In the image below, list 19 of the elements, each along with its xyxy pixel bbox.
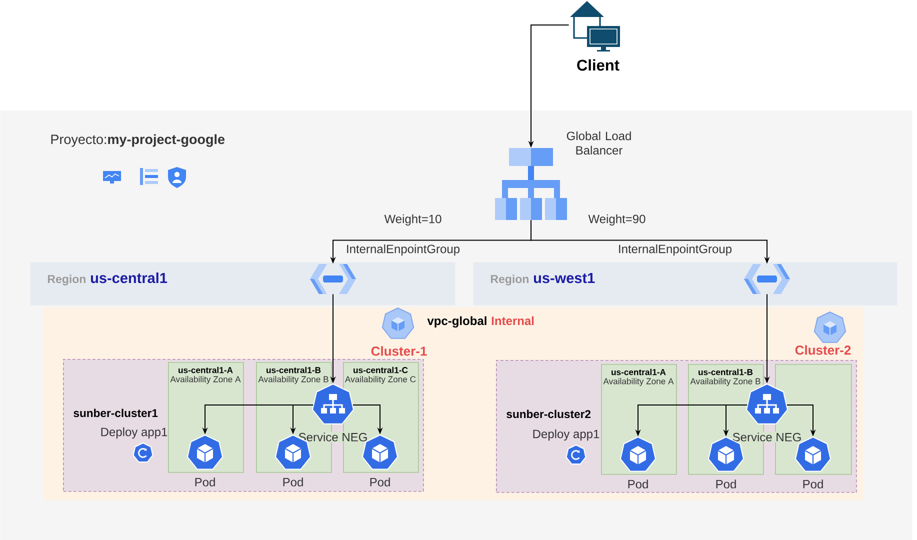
icon-label: Pod	[195, 478, 215, 486]
icon-label: Client	[577, 59, 620, 71]
icon-label: Deploy app1	[101, 427, 168, 439]
icon-label: Pod	[803, 480, 823, 488]
region-band: Region us-west1	[473, 262, 898, 306]
icon-label: Cluster-2	[795, 345, 851, 355]
icon-label: Pod	[370, 478, 390, 486]
region-band: Region us-central1	[30, 262, 456, 306]
icon-label: Service NEG	[731, 432, 803, 442]
icon-label: Global Load Balancer	[566, 131, 631, 155]
icon-label: InternalEnpointGroup	[619, 244, 732, 256]
icon-label: Pod	[716, 480, 736, 488]
icon-label: Deploy app1	[533, 429, 600, 441]
icon-label: Pod	[628, 480, 648, 488]
edge-label: Weight=90	[587, 213, 647, 227]
icon-label: Cluster-1	[371, 346, 427, 356]
icon-label: InternalEnpointGroup	[347, 244, 460, 256]
edge-label: Weight=10	[383, 213, 443, 227]
icon-label: Pod	[283, 478, 303, 486]
